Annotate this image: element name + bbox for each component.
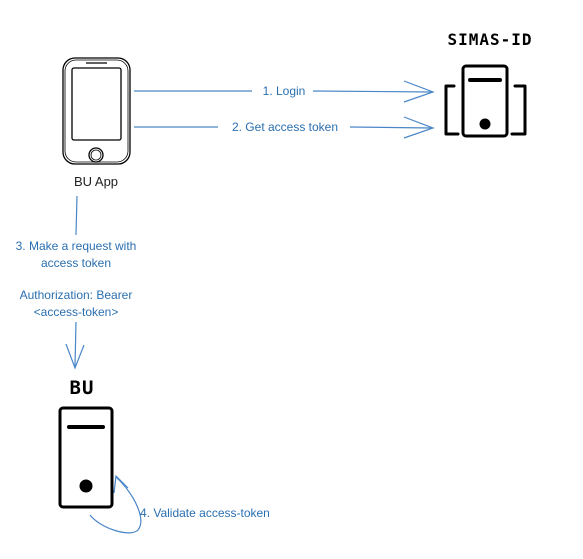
edge-label-auth-line2: <access-token>	[34, 305, 119, 319]
edge-label-request-line1: 3. Make a request with	[16, 239, 137, 253]
edge-label-request-line2: access token	[41, 256, 111, 270]
arrow-validate-loop	[89, 474, 142, 534]
edge-label-validate: 4. Validate access-token	[140, 506, 270, 520]
edge-label-login: 1. Login	[263, 84, 306, 98]
simas-id-title: SIMAS-ID	[447, 30, 532, 49]
bu-title: BU	[70, 377, 95, 399]
server-icon	[58, 406, 114, 509]
arrow-request	[65, 195, 85, 370]
arrow-login	[134, 80, 435, 103]
mobile-phone-icon	[62, 57, 131, 165]
bu-app-label: BU App	[74, 174, 118, 189]
arrow-get-token	[134, 116, 435, 139]
edge-label-auth-line1: Authorization: Bearer	[20, 288, 133, 302]
edge-label-get-token: 2. Get access token	[232, 120, 338, 134]
server-cluster-icon	[444, 64, 527, 138]
